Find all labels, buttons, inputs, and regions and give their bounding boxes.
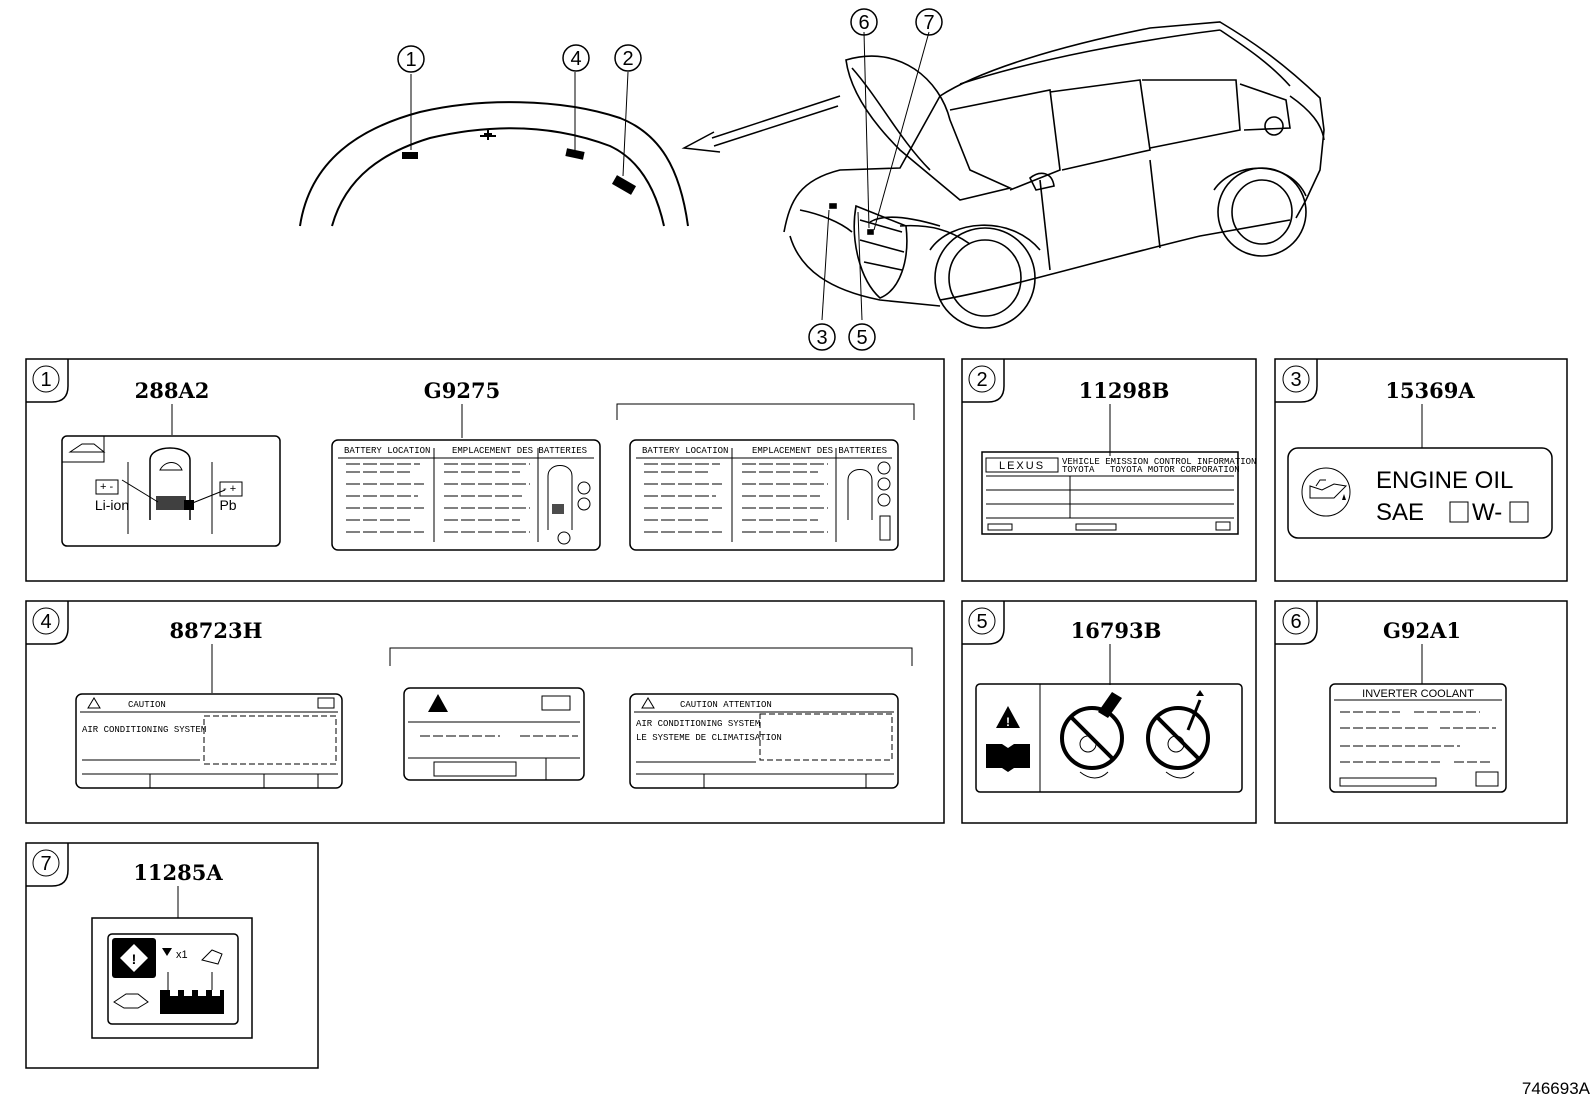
diagram-id: 746693A: [1522, 1079, 1591, 1098]
svg-text:AIR CONDITIONING SYSTEM: AIR CONDITIONING SYSTEM: [82, 725, 206, 735]
svg-text:4: 4: [40, 611, 51, 633]
svg-text:LE SYSTEME DE CLIMATISATION: LE SYSTEME DE CLIMATISATION: [636, 733, 782, 743]
svg-text:G9275: G9275: [424, 378, 500, 403]
warning-triangle-icon: [87, 697, 101, 709]
label-mark-1: [402, 152, 418, 159]
panel-5: 5 16793B !: [961, 600, 1257, 824]
warning-diamond-icon: [120, 944, 148, 972]
svg-text:5: 5: [856, 327, 867, 349]
svg-text:+ -: + -: [100, 481, 113, 493]
label-88723h-b: [403, 687, 585, 781]
label-88723h-a: CAUTION AIR CONDITIONING SYSTEM: [75, 693, 343, 789]
label-g9275-a: BATTERY LOCATION EMPLACEMENT DES BATTERI…: [331, 439, 601, 551]
svg-text:Pb: Pb: [219, 497, 236, 513]
svg-text:88723H: 88723H: [170, 618, 263, 643]
svg-text:1: 1: [40, 369, 51, 391]
view-arrow-icon: [681, 95, 841, 153]
svg-text:4: 4: [570, 48, 581, 70]
battery-icon: [95, 479, 119, 495]
label-mark-4: [565, 148, 585, 160]
svg-text:2: 2: [976, 369, 987, 391]
callout-5: 5: [848, 323, 876, 351]
callout-6: 6: [850, 8, 878, 36]
svg-text:6: 6: [1290, 611, 1301, 633]
label-g92a1: INVERTER COOLANT: [1329, 683, 1507, 793]
svg-text:G92A1: G92A1: [1383, 618, 1461, 643]
svg-text:7: 7: [40, 853, 51, 875]
svg-text:288A2: 288A2: [135, 378, 210, 403]
label-288a2: + - - + Li-ion Pb: [61, 435, 281, 547]
wrench-icon: [317, 697, 335, 709]
manual-book-icon: [986, 744, 1030, 772]
warning-triangle-icon: [641, 697, 655, 709]
panel-7: 7 11285A ! x1: [25, 842, 319, 1069]
vehicle-illustration: [783, 21, 1325, 329]
panel-4: 4 88723H CAUTION AIR CONDITIONING SYSTEM: [25, 600, 945, 824]
svg-text:CAUTION ATTENTION: CAUTION ATTENTION: [680, 700, 772, 710]
funnel-icon: [162, 948, 172, 956]
no-fan-tool-icon: [1146, 690, 1210, 779]
lexus-emblem-icon: [480, 130, 496, 140]
label-88723h-c: CAUTION ATTENTION AIR CONDITIONING SYSTE…: [629, 693, 899, 789]
svg-text:SAE: SAE: [1376, 499, 1424, 526]
svg-text:5: 5: [976, 611, 987, 633]
callout-1: 1: [397, 45, 425, 73]
svg-text:ENGINE OIL: ENGINE OIL: [1376, 467, 1513, 494]
reservoir-icon: [160, 990, 224, 1014]
callout-4: 4: [562, 44, 590, 72]
battery-icon: [219, 481, 243, 497]
svg-text:BATTERY LOCATION: BATTERY LOCATION: [344, 446, 430, 456]
label-15369a: ENGINE OIL SAE W-: [1287, 447, 1553, 539]
svg-text:1: 1: [405, 49, 416, 71]
callout-2: 2: [614, 44, 642, 72]
panel-6: 6 G92A1 INVERTER COOLANT: [1274, 600, 1568, 824]
svg-text:3: 3: [1290, 369, 1301, 391]
svg-text:W-: W-: [1472, 499, 1502, 526]
svg-text:INVERTER COOLANT: INVERTER COOLANT: [1362, 688, 1474, 700]
svg-text:7: 7: [923, 12, 934, 34]
no-fan-hand-icon: [1060, 692, 1124, 779]
svg-text:16793B: 16793B: [1071, 618, 1162, 643]
svg-text:6: 6: [858, 12, 869, 34]
label-11285a: ! x1: [91, 917, 253, 1039]
svg-text:LEXUS: LEXUS: [999, 460, 1045, 472]
svg-text:VEHICLE EMISSION CONTROL INFOR: VEHICLE EMISSION CONTROL INFORMATION: [1062, 457, 1256, 467]
label-g9275-b: BATTERY LOCATION EMPLACEMENT DES BATTERI…: [629, 439, 899, 551]
manual-book-icon: [68, 443, 106, 453]
svg-text:EMPLACEMENT DES BATTERIES: EMPLACEMENT DES BATTERIES: [452, 446, 587, 456]
svg-text:- +: - +: [223, 483, 236, 495]
svg-text:!: !: [132, 951, 137, 967]
svg-text:x1: x1: [176, 949, 188, 961]
svg-text:BATTERY LOCATION: BATTERY LOCATION: [642, 446, 728, 456]
svg-text:CAUTION: CAUTION: [128, 700, 166, 710]
warning-triangle-icon: [428, 694, 448, 712]
svg-text:11298B: 11298B: [1079, 378, 1170, 403]
warning-triangle-icon: [996, 706, 1020, 728]
svg-text:TOYOTA: TOYOTA: [1062, 465, 1095, 475]
svg-text:AIR CONDITIONING SYSTEM: AIR CONDITIONING SYSTEM: [636, 719, 760, 729]
panel-2: 2 11298B LEXUS VEHICLE EMISSION CONTROL …: [961, 358, 1257, 582]
label-mark-2: [611, 175, 637, 195]
svg-text:TOYOTA MOTOR CORPORATION: TOYOTA MOTOR CORPORATION: [1110, 465, 1240, 475]
svg-text:Li-ion: Li-ion: [95, 497, 129, 513]
hood-underside-view: [299, 71, 689, 227]
pour-icon: [201, 949, 223, 965]
svg-text:2: 2: [622, 48, 633, 70]
manual-book-icon: [113, 993, 149, 1009]
oil-can-icon: [1301, 467, 1351, 517]
svg-text:11285A: 11285A: [133, 860, 223, 885]
panel-3: 3 15369A ENGINE OIL SAE W-: [1274, 358, 1568, 582]
callout-3: 3: [808, 323, 836, 351]
svg-text:15369A: 15369A: [1385, 378, 1475, 403]
panel-1: 1 288A2 G9275 + - - + Li-ion Pb: [25, 358, 945, 582]
svg-text:EMPLACEMENT DES BATTERIES: EMPLACEMENT DES BATTERIES: [752, 446, 887, 456]
svg-text:3: 3: [816, 327, 827, 349]
svg-text:!: !: [1006, 715, 1010, 729]
label-11298b: LEXUS VEHICLE EMISSION CONTROL INFORMATI…: [981, 451, 1256, 535]
wrench-icon: [541, 695, 571, 711]
label-16793b: !: [975, 683, 1243, 793]
callout-7: 7: [915, 8, 943, 36]
